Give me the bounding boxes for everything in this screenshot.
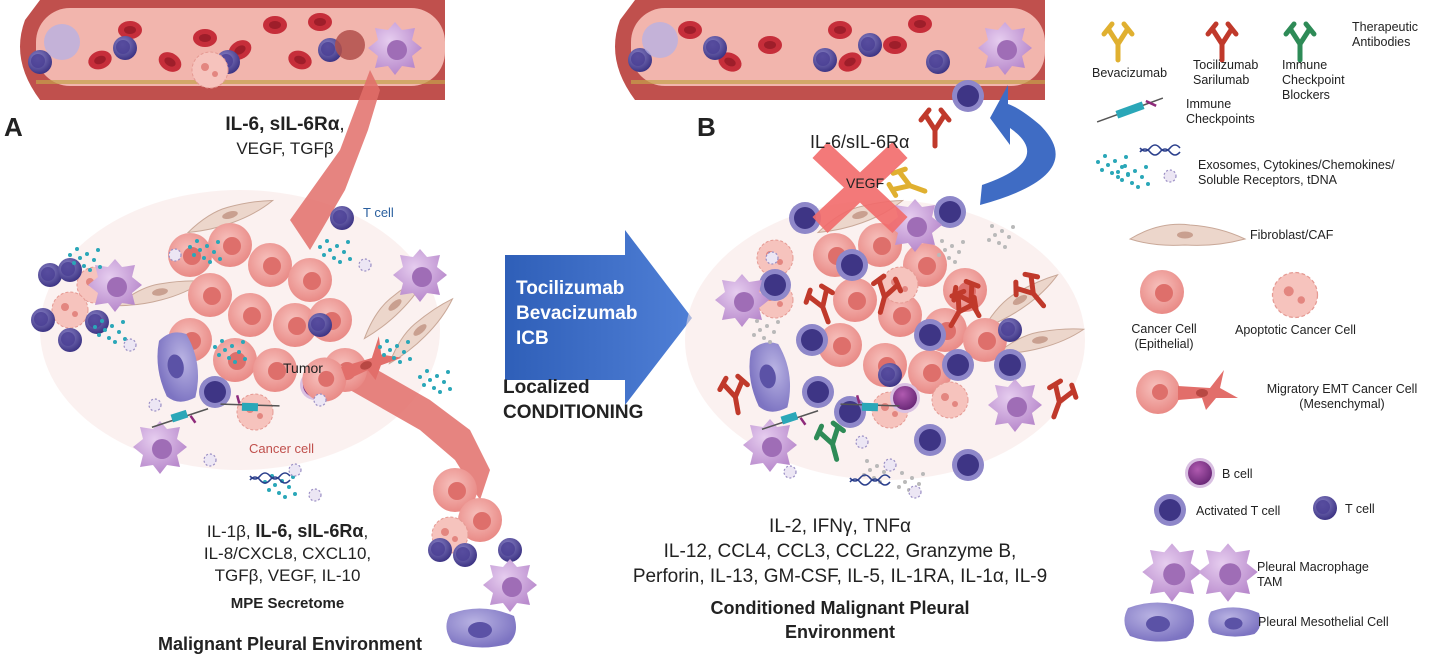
- legend-bevacizumab: Bevacizumab: [1092, 66, 1168, 80]
- legend-emt-l2: (Mesenchymal): [1299, 397, 1385, 411]
- conditioning-arrow: [505, 230, 692, 405]
- legend-tocilizumab: Tocilizumab Sarilumab: [1193, 58, 1258, 88]
- panel-b-environment-title: Conditioned Malignant Pleural Environmen…: [690, 596, 990, 644]
- conditioned-cytokines-list: IL-2, IFNγ, TNFα IL-12, CCL4, CCL3, CCL2…: [610, 514, 1070, 589]
- env-title-l2: Environment: [784, 622, 895, 642]
- panel-b-letter: B: [697, 112, 716, 142]
- legend-macrophage-l2: TAM: [1257, 575, 1283, 589]
- blood-vessel-b: [615, 0, 1045, 112]
- arrow-drug-list: Tocilizumab Bevacizumab ICB: [516, 276, 637, 351]
- blocked-vegf-label: VEGF: [846, 175, 885, 191]
- legend-exosomes-l2: Soluble Receptors, tDNA: [1198, 173, 1337, 187]
- blocked-factor-label: IL-6/sIL-6Rα: [810, 132, 910, 152]
- secretome-l1-c: ,: [363, 522, 369, 541]
- cytokines-l1: IL-2, IFNγ, TNFα: [769, 516, 911, 537]
- legend-cancer-cell: Cancer Cell (Epithelial): [1122, 322, 1206, 352]
- legend-icb-l2: Checkpoint: [1282, 73, 1345, 87]
- t-cell-label: T cell: [363, 205, 394, 220]
- legend-graphics: [1096, 24, 1337, 642]
- legend-icb-l3: Blockers: [1282, 88, 1330, 102]
- legend-exosomes-l1: Exosomes, Cytokines/Chemokines/: [1198, 158, 1395, 172]
- legend-tocilizumab-l1: Tocilizumab: [1193, 58, 1259, 72]
- top-factors-bold: IL-6, sIL-6Rα: [225, 114, 340, 135]
- panel-a-top-factors: IL-6, sIL-6Rα, VEGF, TGFβ: [170, 113, 400, 161]
- legend-cancer-cell-l2: (Epithelial): [1134, 337, 1194, 351]
- legend-exosomes: Exosomes, Cytokines/Chemokines/ Soluble …: [1198, 158, 1395, 188]
- legend-macrophage-l1: Pleural Macrophage: [1257, 560, 1369, 574]
- recruitment-arrow: [980, 85, 1056, 205]
- cancer-cell-label: Cancer cell: [249, 441, 315, 456]
- secretome-l1-a: IL-1β,: [206, 522, 256, 541]
- mpe-secretome-title: MPE Secretome: [230, 595, 345, 612]
- legend-apoptotic: Apoptotic Cancer Cell: [1235, 323, 1356, 337]
- legend-activated-t-cell: Activated T cell: [1196, 504, 1281, 518]
- legend-immune-checkpoints: Immune Checkpoints: [1186, 97, 1255, 127]
- panel-a-letter: A: [4, 112, 23, 142]
- secretome-l3: TGFβ, VEGF, IL-10: [214, 566, 361, 585]
- secretome-l1-bold: IL-6, sIL-6Rα: [255, 521, 364, 541]
- caption-line-2: CONDITIONING: [503, 402, 644, 423]
- panel-a-environment-title: Malignant Pleural Environment: [157, 634, 423, 654]
- legend-icb: Immune Checkpoint Blockers: [1282, 58, 1345, 103]
- legend-therapeutic-antibodies: Therapeutic Antibodies: [1352, 20, 1419, 49]
- legend-emt-l1: Migratory EMT Cancer Cell: [1266, 382, 1418, 396]
- mpe-secretome-list: IL-1β, IL-6, sIL-6Rα, IL-8/CXCL8, CXCL10…: [170, 520, 405, 587]
- localized-conditioning-caption: Localized CONDITIONING: [503, 375, 643, 425]
- legend-macrophage: Pleural Macrophage TAM: [1257, 560, 1369, 590]
- top-factors-comma: ,: [339, 114, 345, 135]
- legend-t-cell: T cell: [1345, 502, 1375, 516]
- legend-fibroblast: Fibroblast/CAF: [1250, 228, 1334, 242]
- legend-mesothelial: Pleural Mesothelial Cell: [1258, 615, 1389, 629]
- arrow-drug-2: Bevacizumab: [516, 303, 638, 324]
- legend-cancer-cell-l1: Cancer Cell: [1131, 322, 1197, 336]
- arrow-drug-3: ICB: [516, 328, 549, 349]
- arrow-drug-1: Tocilizumab: [516, 278, 625, 299]
- legend-b-cell: B cell: [1222, 467, 1253, 481]
- legend-emt: Migratory EMT Cancer Cell (Mesenchymal): [1262, 382, 1422, 412]
- legend-icb-l1: Immune: [1282, 58, 1328, 72]
- tumor-scene-b: [685, 110, 1087, 499]
- tumor-scene-a: [31, 70, 537, 648]
- blocked-il6-x: [812, 141, 908, 234]
- legend-tocilizumab-l2: Sarilumab: [1193, 73, 1250, 87]
- tumor-label: Tumor: [283, 360, 323, 376]
- legend-checkpoints-l1: Immune: [1186, 97, 1232, 111]
- env-title-l1: Conditioned Malignant Pleural: [710, 598, 970, 618]
- caption-line-1: Localized: [503, 377, 590, 398]
- top-factors-line2: VEGF, TGFβ: [236, 139, 334, 158]
- cytokines-l2: IL-12, CCL4, CCL3, CCL22, Granzyme B,: [663, 541, 1017, 562]
- legend-checkpoints-l2: Checkpoints: [1186, 112, 1255, 126]
- secretome-l2: IL-8/CXCL8, CXCL10,: [203, 544, 372, 563]
- cytokines-l3: Perforin, IL-13, GM-CSF, IL-5, IL-1RA, I…: [632, 566, 1048, 587]
- blood-vessel-a: [20, 0, 445, 100]
